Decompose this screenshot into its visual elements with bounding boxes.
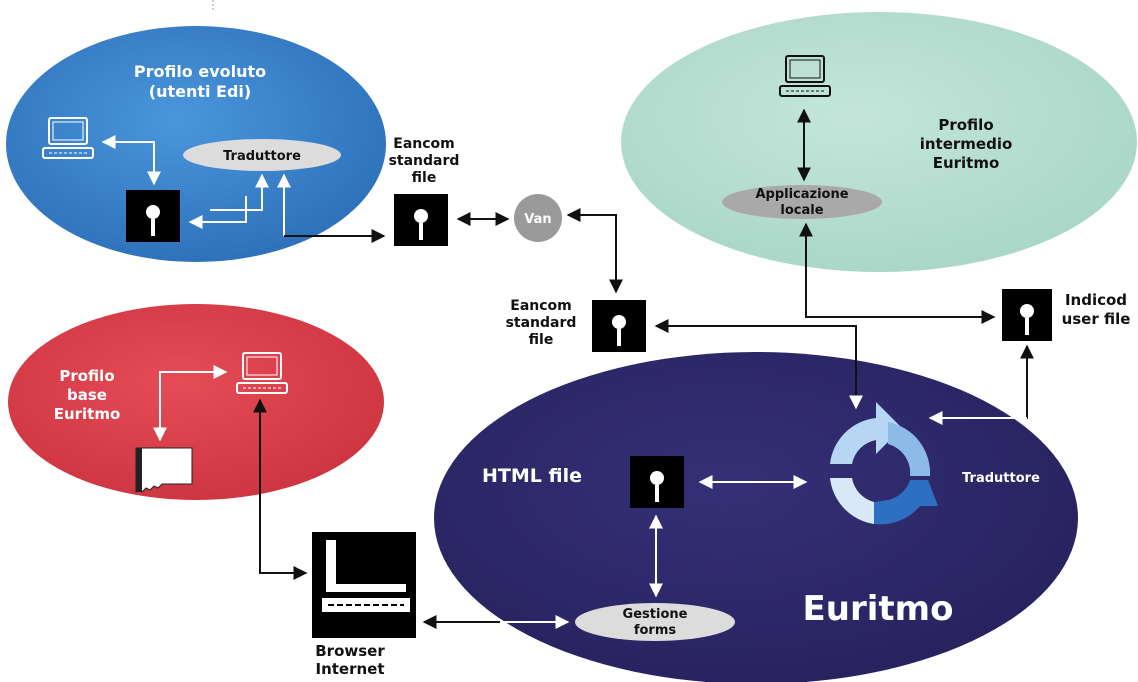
- terminal-icon: [312, 532, 416, 638]
- zone-evoluto-ellipse: [6, 26, 386, 262]
- node-traduttore-evoluto: Traduttore: [183, 139, 341, 171]
- eancom-mid-line-1: Eancom: [510, 298, 571, 314]
- arrow-applicazione-indicod: [799, 222, 996, 324]
- zone-base-ellipse: [8, 304, 384, 500]
- arrow-floppy-traduttore-b: [210, 173, 269, 211]
- zone-intermedio-ellipse: [621, 12, 1137, 272]
- gestione-forms-label-2: forms: [634, 623, 677, 638]
- floppy-disk-icon: [394, 194, 448, 246]
- browser-line-1: Browser: [315, 642, 385, 660]
- floppy-disk-icon: [126, 190, 180, 242]
- floppy-disk-icon: [592, 300, 646, 352]
- zone-profilo-base: Profilo base Euritmo: [8, 304, 384, 500]
- zone-intermedio-label-2: intermedio: [920, 135, 1013, 153]
- arrow-van-eancom-mid: [566, 208, 623, 294]
- computer-icon: [236, 352, 288, 394]
- zone-base-label-2: base: [67, 386, 107, 404]
- eancom-file-top-label: Eancom standard file: [389, 136, 460, 186]
- eancom-mid-line-3: file: [529, 332, 554, 348]
- arrow-floppy-traduttore-a: [188, 196, 247, 229]
- eancom-top-line-3: file: [412, 170, 437, 186]
- traduttore-evoluto-label: Traduttore: [223, 149, 301, 164]
- eancom-top-line-1: Eancom: [393, 136, 454, 152]
- floppy-disk-icon: [630, 456, 684, 508]
- zone-intermedio-label-3: Euritmo: [933, 154, 1000, 172]
- zone-profilo-evoluto: Profilo evoluto (utenti Edi): [6, 26, 386, 262]
- arrow-pc-terminal: [253, 398, 308, 580]
- zone-evoluto-label-2: (utenti Edi): [149, 82, 251, 101]
- indicod-line-1: Indicod: [1065, 291, 1127, 309]
- node-applicazione-locale: Applicazione locale: [722, 185, 882, 219]
- zone-euritmo-label: Euritmo: [803, 589, 954, 629]
- cycle-arrows-icon: [830, 402, 938, 525]
- computer-icon: [779, 55, 831, 97]
- gestione-forms-label-1: Gestione: [623, 607, 688, 622]
- applicazione-label-2: locale: [780, 203, 823, 218]
- node-gestione-forms: Gestione forms: [575, 603, 735, 641]
- connectors: [101, 108, 1034, 629]
- indicod-user-file-label: Indicod user file: [1062, 291, 1131, 328]
- zone-base-label-1: Profilo: [59, 367, 114, 385]
- floppy-disk-icon: [1002, 289, 1052, 341]
- applicazione-label-1: Applicazione: [755, 187, 848, 202]
- eancom-top-line-2: standard: [389, 153, 460, 169]
- arrow-to-pc: [101, 135, 155, 150]
- indicod-line-2: user file: [1062, 310, 1131, 328]
- zone-intermedio-label-1: Profilo: [938, 116, 993, 134]
- browser-internet-label: Browser Internet: [315, 642, 385, 678]
- browser-line-2: Internet: [315, 660, 384, 678]
- zone-base-label-3: Euritmo: [54, 405, 121, 423]
- node-van: Van: [514, 194, 562, 242]
- computer-icon: [42, 117, 94, 159]
- document-icon: [135, 447, 193, 494]
- van-label: Van: [524, 212, 551, 227]
- zone-evoluto-label-1: Profilo evoluto: [134, 62, 266, 81]
- eancom-file-mid-label: Eancom standard file: [506, 298, 577, 348]
- html-file-label: HTML file: [482, 465, 582, 487]
- eancom-mid-line-2: standard: [506, 315, 577, 331]
- arrow-eancom-mid-cycle: [654, 319, 863, 410]
- zone-euritmo: Euritmo: [434, 352, 1078, 682]
- zone-euritmo-ellipse: [434, 352, 1078, 682]
- zone-profilo-intermedio: Profilo intermedio Euritmo: [621, 12, 1137, 272]
- arrow-document-pc: [153, 365, 228, 442]
- traduttore-euritmo-label: Traduttore: [962, 471, 1040, 486]
